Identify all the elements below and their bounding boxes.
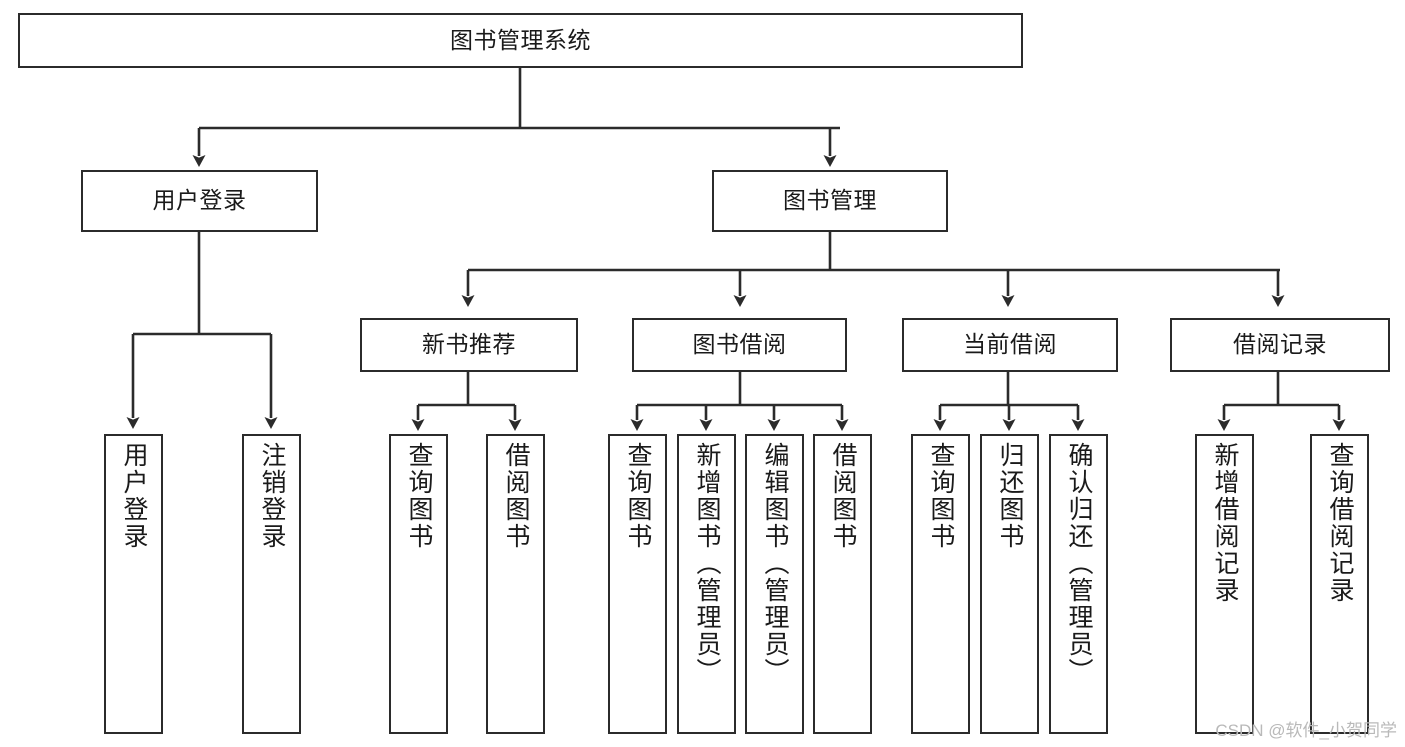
node-current-borrow[interactable]: 当前借阅 xyxy=(902,318,1118,372)
node-leaf-query-book-2-label: 查询图书 xyxy=(624,442,652,550)
node-borrow-record-label: 借阅记录 xyxy=(1233,331,1327,358)
node-leaf-query-book-1-label: 查询图书 xyxy=(405,442,433,550)
node-leaf-borrow-book-1[interactable]: 借阅图书 xyxy=(486,434,545,734)
node-leaf-edit-book[interactable]: 编辑图书（管理员） xyxy=(745,434,804,734)
node-leaf-user-logout[interactable]: 注销登录 xyxy=(242,434,301,734)
node-leaf-add-record[interactable]: 新增借阅记录 xyxy=(1195,434,1254,734)
node-current-borrow-label: 当前借阅 xyxy=(963,331,1057,358)
node-leaf-add-book-label: 新增图书（管理员） xyxy=(693,442,721,685)
node-root[interactable]: 图书管理系统 xyxy=(18,13,1023,68)
node-leaf-query-record-label: 查询借阅记录 xyxy=(1326,442,1354,604)
node-leaf-query-book-3[interactable]: 查询图书 xyxy=(911,434,970,734)
node-leaf-borrow-book-2-label: 借阅图书 xyxy=(829,442,857,550)
node-leaf-confirm-return-label: 确认归还（管理员） xyxy=(1065,442,1093,685)
node-leaf-add-book[interactable]: 新增图书（管理员） xyxy=(677,434,736,734)
node-leaf-query-record[interactable]: 查询借阅记录 xyxy=(1310,434,1369,734)
node-leaf-return-book-label: 归还图书 xyxy=(996,442,1024,550)
node-leaf-add-record-label: 新增借阅记录 xyxy=(1211,442,1239,604)
node-leaf-query-book-2[interactable]: 查询图书 xyxy=(608,434,667,734)
node-leaf-user-logout-label: 注销登录 xyxy=(258,442,286,550)
node-user-login[interactable]: 用户登录 xyxy=(81,170,318,232)
node-leaf-borrow-book-2[interactable]: 借阅图书 xyxy=(813,434,872,734)
node-leaf-user-login-label: 用户登录 xyxy=(120,442,148,550)
node-leaf-borrow-book-1-label: 借阅图书 xyxy=(502,442,530,550)
node-leaf-query-book-3-label: 查询图书 xyxy=(927,442,955,550)
node-borrow-record[interactable]: 借阅记录 xyxy=(1170,318,1390,372)
node-book-manage[interactable]: 图书管理 xyxy=(712,170,948,232)
node-new-book-rec-label: 新书推荐 xyxy=(422,331,516,358)
node-root-label: 图书管理系统 xyxy=(450,26,591,53)
node-leaf-query-book-1[interactable]: 查询图书 xyxy=(389,434,448,734)
node-book-manage-label: 图书管理 xyxy=(783,187,877,214)
node-leaf-edit-book-label: 编辑图书（管理员） xyxy=(761,442,789,685)
node-book-borrow-label: 图书借阅 xyxy=(692,331,787,358)
node-user-login-label: 用户登录 xyxy=(152,187,247,214)
node-leaf-confirm-return[interactable]: 确认归还（管理员） xyxy=(1049,434,1108,734)
node-new-book-rec[interactable]: 新书推荐 xyxy=(360,318,578,372)
node-leaf-return-book[interactable]: 归还图书 xyxy=(980,434,1039,734)
node-leaf-user-login[interactable]: 用户登录 xyxy=(104,434,163,734)
node-book-borrow[interactable]: 图书借阅 xyxy=(632,318,847,372)
watermark-label: CSDN @软件_小贺同学 xyxy=(1215,721,1397,740)
